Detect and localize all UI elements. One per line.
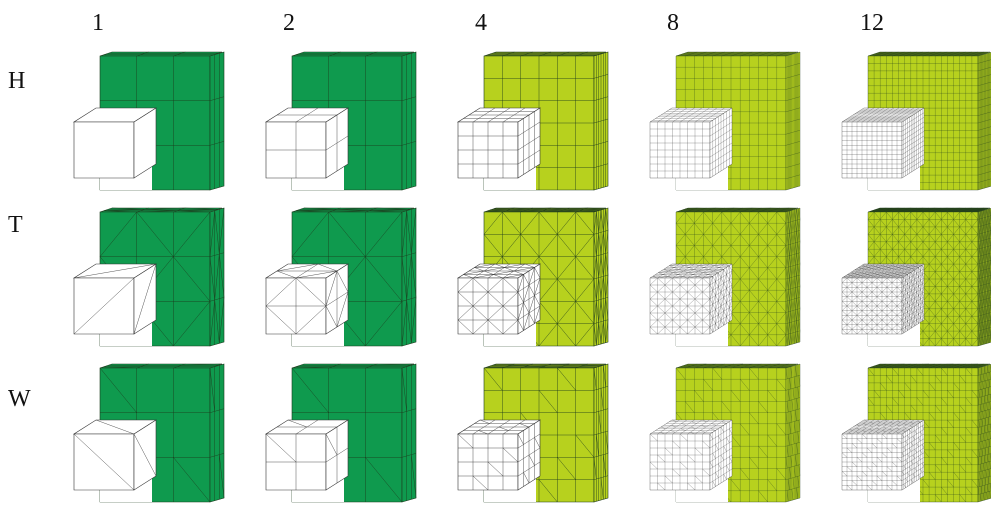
mesh-cube-svg — [642, 352, 832, 512]
mesh-cube-svg — [834, 352, 991, 512]
row-label-t: T — [8, 212, 23, 239]
mesh-cube-svg — [450, 352, 640, 512]
mesh-cube-svg — [66, 40, 256, 200]
mesh-cube-tet-2 — [258, 196, 448, 356]
mesh-cube-hex-12 — [834, 40, 991, 200]
mesh-cube-tet-4 — [450, 196, 640, 356]
column-label-12: 12 — [860, 10, 884, 37]
mesh-cube-wedge-4 — [450, 352, 640, 512]
mesh-cube-svg — [642, 196, 832, 356]
column-label-8: 8 — [667, 10, 679, 37]
row-label-w: W — [8, 386, 31, 413]
column-label-2: 2 — [283, 10, 295, 37]
mesh-cube-wedge-2 — [258, 352, 448, 512]
mesh-cube-svg — [642, 40, 832, 200]
mesh-cube-wedge-12 — [834, 352, 991, 512]
mesh-cube-svg — [66, 196, 256, 356]
mesh-cube-wedge-8 — [642, 352, 832, 512]
mesh-cube-svg — [834, 196, 991, 356]
mesh-cube-svg — [834, 40, 991, 200]
column-label-4: 4 — [475, 10, 487, 37]
mesh-cube-svg — [258, 40, 448, 200]
mesh-cube-svg — [66, 352, 256, 512]
mesh-cube-hex-1 — [66, 40, 256, 200]
column-label-1: 1 — [92, 10, 104, 37]
mesh-cube-svg — [258, 196, 448, 356]
mesh-cube-tet-1 — [66, 196, 256, 356]
row-label-h: H — [8, 68, 25, 95]
mesh-cube-svg — [450, 196, 640, 356]
mesh-cube-hex-8 — [642, 40, 832, 200]
mesh-cube-hex-2 — [258, 40, 448, 200]
mesh-cube-svg — [450, 40, 640, 200]
mesh-cube-tet-12 — [834, 196, 991, 356]
mesh-cube-hex-4 — [450, 40, 640, 200]
mesh-cube-svg — [258, 352, 448, 512]
mesh-cube-wedge-1 — [66, 352, 256, 512]
mesh-cube-tet-8 — [642, 196, 832, 356]
